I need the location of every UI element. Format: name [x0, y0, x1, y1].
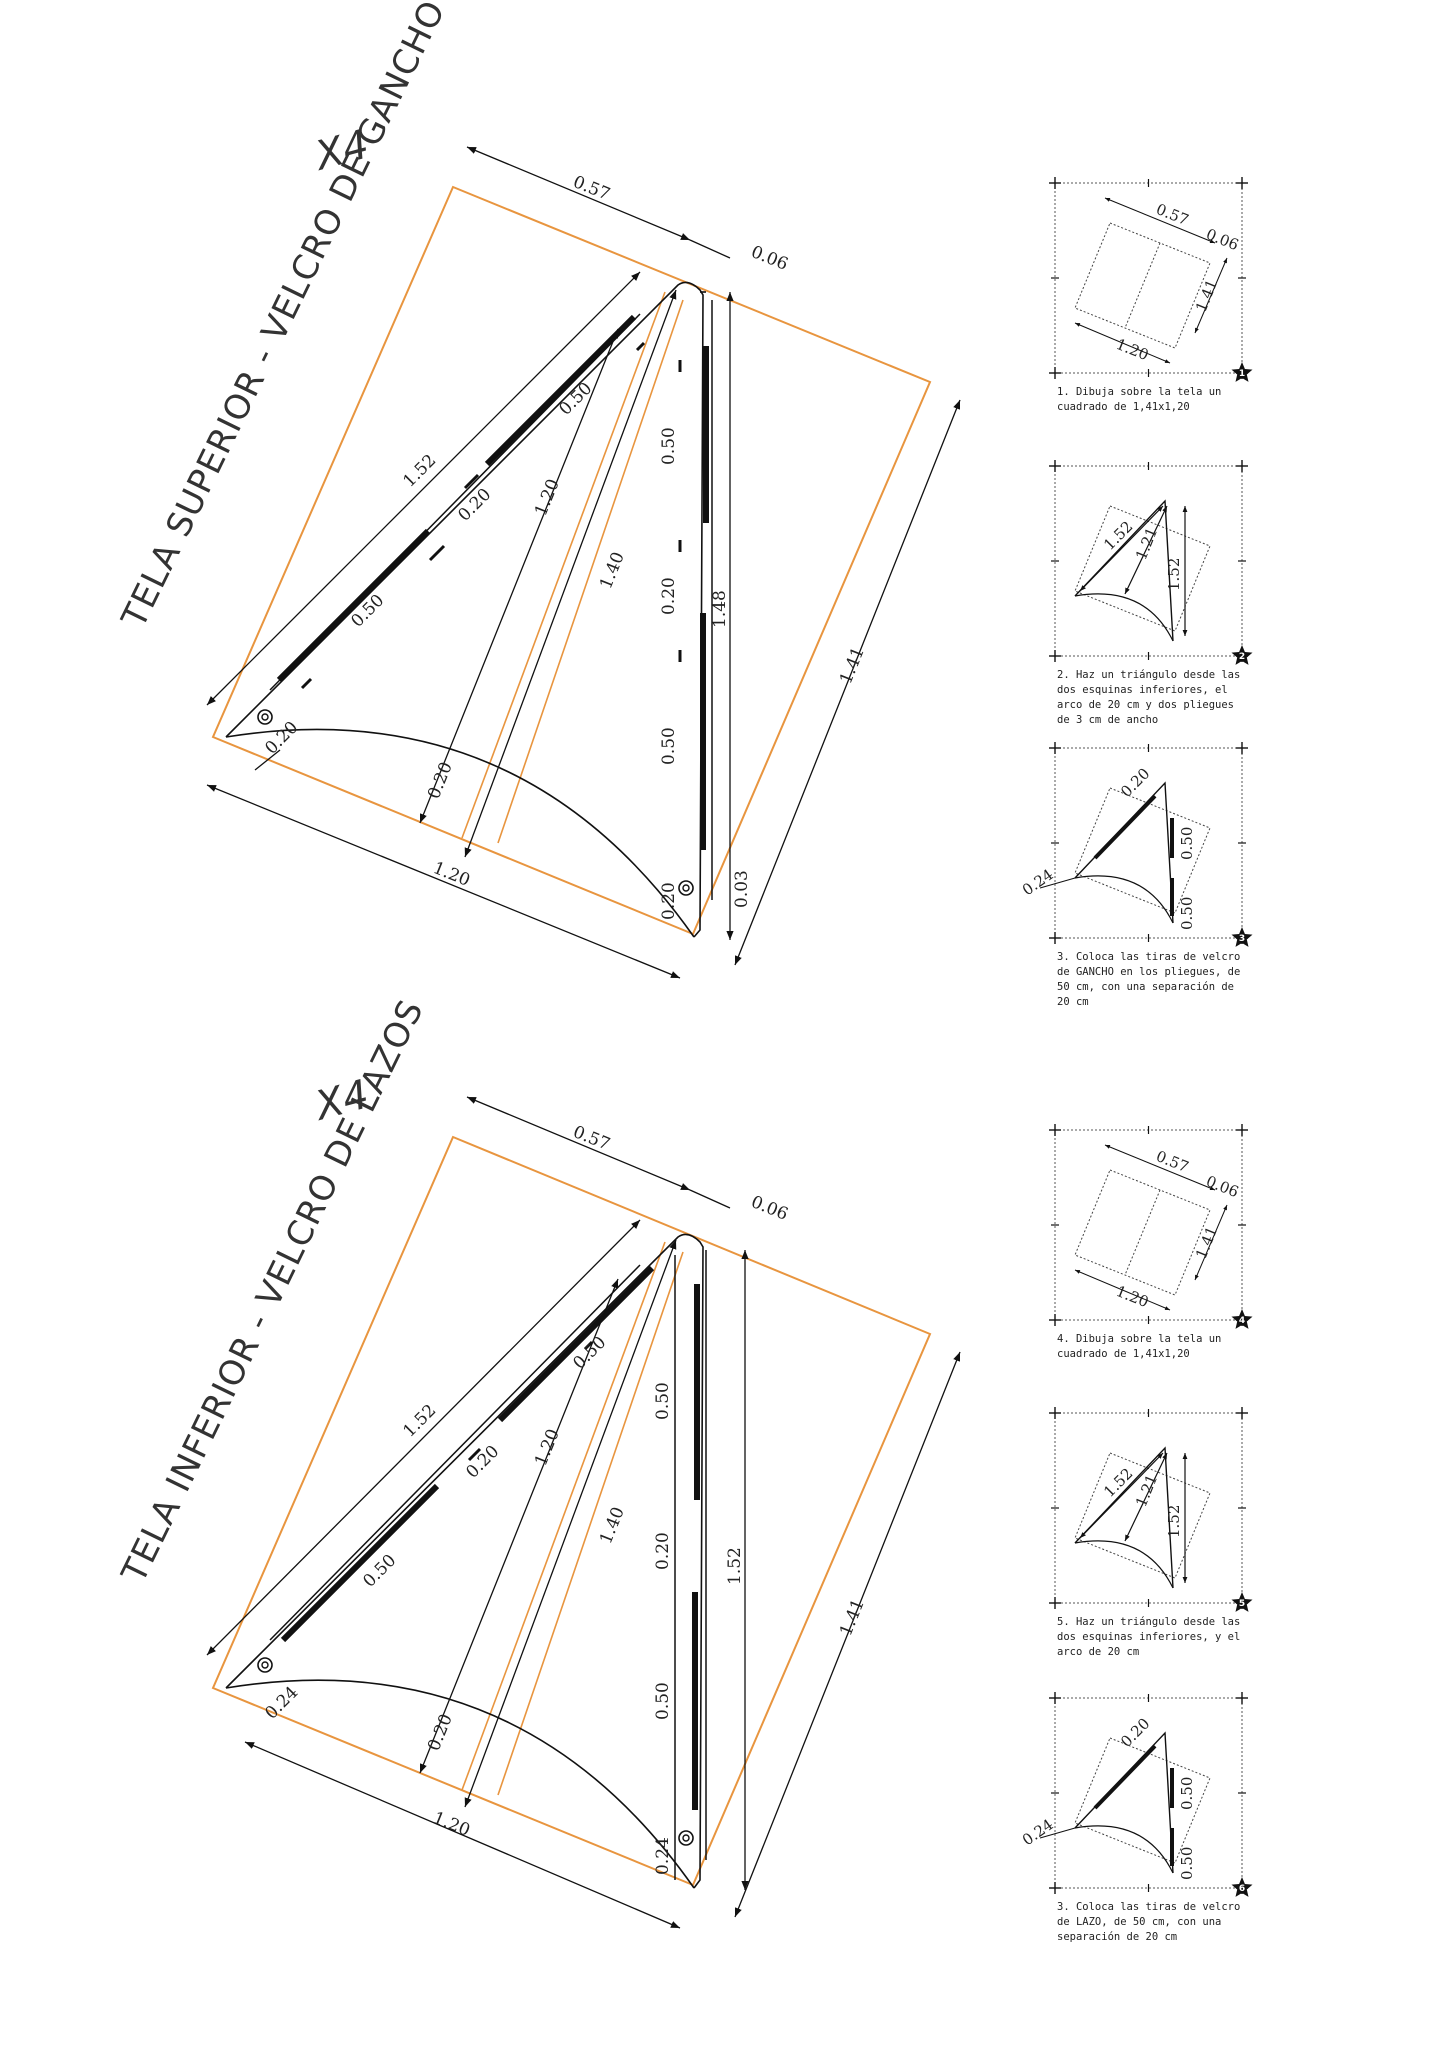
- dim-right-strip-b: 0.50: [653, 1682, 673, 1720]
- step-panel-4: 0.57 0.06 1.41 1.20 4 4. Dibuja sobre la tela…: [1049, 1124, 1253, 1360]
- dim-corner-right: 0.24: [653, 1837, 673, 1875]
- dim-right-strip-a: 0.50: [653, 1382, 673, 1420]
- step-dim-label: 1.41: [1192, 277, 1221, 315]
- step-caption-line: 3. Coloca las tiras de velcro: [1057, 1901, 1240, 1913]
- step-badge-number: 4: [1239, 1316, 1245, 1326]
- dim-right-margin: 0.03: [732, 870, 752, 908]
- pattern-top-fabric-outline: [211, 185, 932, 936]
- step-caption-line: de GANCHO en los pliegues, de: [1057, 966, 1240, 978]
- step-badge-number: 6: [1239, 1884, 1245, 1894]
- dim-top-width: 0.57: [570, 172, 613, 205]
- step-dim-label: 0.24: [1019, 865, 1057, 899]
- step-caption-line: 20 cm: [1057, 996, 1089, 1008]
- step-caption-line: cuadrado de 1,41x1,20: [1057, 401, 1190, 413]
- dim-gap-a: 0.20: [462, 1442, 503, 1483]
- step-dim-label: 0.57: [1154, 200, 1192, 229]
- dim-mid-line: 1.20: [531, 1426, 564, 1469]
- step-badge-number: 1: [1239, 369, 1245, 379]
- step-badge-number: 2: [1239, 652, 1245, 662]
- dim-center-line: 1.40: [596, 549, 629, 592]
- step-dim-label: 0.50: [1178, 827, 1196, 860]
- dim-mid-line: 1.20: [531, 476, 564, 519]
- step-caption-line: separación de 20 cm: [1057, 1931, 1177, 1943]
- dim-right-strip-b: 0.50: [659, 727, 679, 765]
- step-caption-line: cuadrado de 1,41x1,20: [1057, 1348, 1190, 1360]
- dim-hyp-left: 1.52: [399, 1401, 440, 1442]
- step-caption-line: dos esquinas inferiores, el: [1057, 684, 1228, 696]
- step-caption-line: 5. Haz un triángulo desde las: [1057, 1616, 1240, 1628]
- pattern-top-pleat-line: [461, 291, 666, 839]
- step-panel-1: 0.57 0.06 1.41 1.20 1 1. Dibuja sobre la tela…: [1049, 177, 1253, 413]
- dim-bottom-width: 1.20: [430, 1808, 473, 1841]
- pattern-top-velcro-strips: [276, 314, 709, 850]
- dim-bottom-width: 1.20: [430, 858, 473, 891]
- step-badge-number: 3: [1239, 934, 1245, 944]
- step-dim-label: 1.52: [1100, 1464, 1136, 1500]
- step-caption-line: de LAZO, de 50 cm, con una: [1057, 1916, 1221, 1928]
- step-dim-label: 0.20: [1117, 764, 1153, 800]
- step-dim-label: 0.06: [1204, 1172, 1242, 1201]
- dim-gap-a: 0.20: [454, 485, 495, 526]
- step-caption-line: arco de 20 cm: [1057, 1646, 1139, 1658]
- step-badge-star-icon: [1231, 1309, 1253, 1329]
- dim-right-strip-a: 0.50: [659, 427, 679, 465]
- pattern-bottom: X4 TELA INFERIOR - VELCRO DE LAZOS: [114, 993, 961, 1929]
- step-caption-line: de 3 cm de ancho: [1057, 714, 1158, 726]
- step-dim-label: 0.50: [1178, 897, 1196, 930]
- pattern-bottom-title: TELA INFERIOR - VELCRO DE LAZOS: [114, 993, 432, 1590]
- step-dim-label: 0.57: [1154, 1147, 1192, 1176]
- dim-corner-left: 0.24: [261, 1683, 302, 1724]
- dim-pleat-left: 0.20: [424, 759, 457, 802]
- step-caption-line: 3. Coloca las tiras de velcro: [1057, 951, 1240, 963]
- dim-strip-a: 0.50: [347, 591, 388, 632]
- dim-top-offset: 0.06: [748, 1192, 791, 1225]
- pattern-bottom-fabric-outline: [211, 1135, 932, 1887]
- step-caption-line: 50 cm, con una separación de: [1057, 981, 1234, 993]
- dim-outer-height: 1.41: [836, 644, 869, 687]
- step-dim-label: 1.52: [1165, 558, 1183, 591]
- step-caption-line: 4. Dibuja sobre la tela un: [1057, 1333, 1221, 1345]
- step-panels: 0.57 0.06 1.41 1.20 1 1. Dibuja sobre la tela…: [1019, 177, 1253, 1943]
- step-badge-star-icon: [1231, 1877, 1253, 1897]
- dim-hyp-left: 1.52: [399, 451, 440, 492]
- dim-right-height: 1.52: [725, 1547, 745, 1585]
- dim-pleat-left: 0.20: [424, 1711, 457, 1754]
- dim-center-line: 1.40: [596, 1504, 629, 1547]
- dim-corner-right: 0.20: [659, 882, 679, 920]
- step-dim-label: 0.20: [1117, 1714, 1153, 1750]
- step-panel-6: 0.20 0.50 0.50 0.24 6 3. Coloca las tiras de …: [1019, 1692, 1253, 1943]
- dim-right-gap: 0.20: [659, 577, 679, 615]
- step-badge-star-icon: [1231, 1592, 1253, 1612]
- step-badge-star-icon: [1231, 362, 1253, 382]
- step-badge-number: 5: [1239, 1599, 1245, 1609]
- step-dim-label: 0.24: [1019, 1815, 1057, 1849]
- step-badge-star-icon: [1231, 645, 1253, 665]
- step-dim-label: 0.50: [1178, 1847, 1196, 1880]
- step-caption-line: 2. Haz un triángulo desde las: [1057, 669, 1240, 681]
- dim-right-height: 1.48: [710, 590, 730, 628]
- step-caption-line: 1. Dibuja sobre la tela un: [1057, 386, 1221, 398]
- pattern-top-triangle: [225, 281, 706, 938]
- pattern-top-title: TELA SUPERIOR - VELCRO DE GANCHO: [114, 0, 454, 635]
- step-badge-star-icon: [1231, 927, 1253, 947]
- step-dim-label: 1.20: [1114, 1282, 1152, 1311]
- step-dim-label: 0.06: [1204, 225, 1242, 254]
- step-caption-line: arco de 20 cm y dos pliegues: [1057, 699, 1234, 711]
- pattern-bottom-grommets: [257, 1657, 694, 1846]
- step-panel-3: 0.20 0.50 0.50 0.24 3 3. Coloca las tiras de …: [1019, 742, 1253, 1008]
- step-dim-label: 1.52: [1100, 517, 1136, 553]
- step-dim-label: 0.50: [1178, 1777, 1196, 1810]
- step-dim-label: 1.20: [1114, 335, 1152, 364]
- dim-right-gap: 0.20: [653, 1532, 673, 1570]
- dim-top-offset: 0.06: [748, 242, 791, 275]
- pattern-top: X4 TELA SUPERIOR - VELCRO DE GANCHO: [114, 0, 961, 979]
- step-caption-line: dos esquinas inferiores, y el: [1057, 1631, 1240, 1643]
- step-dim-label: 1.52: [1165, 1505, 1183, 1538]
- dim-top-width: 0.57: [570, 1122, 613, 1155]
- step-dim-label: 1.41: [1192, 1224, 1221, 1262]
- dim-outer-height: 1.41: [836, 1596, 869, 1639]
